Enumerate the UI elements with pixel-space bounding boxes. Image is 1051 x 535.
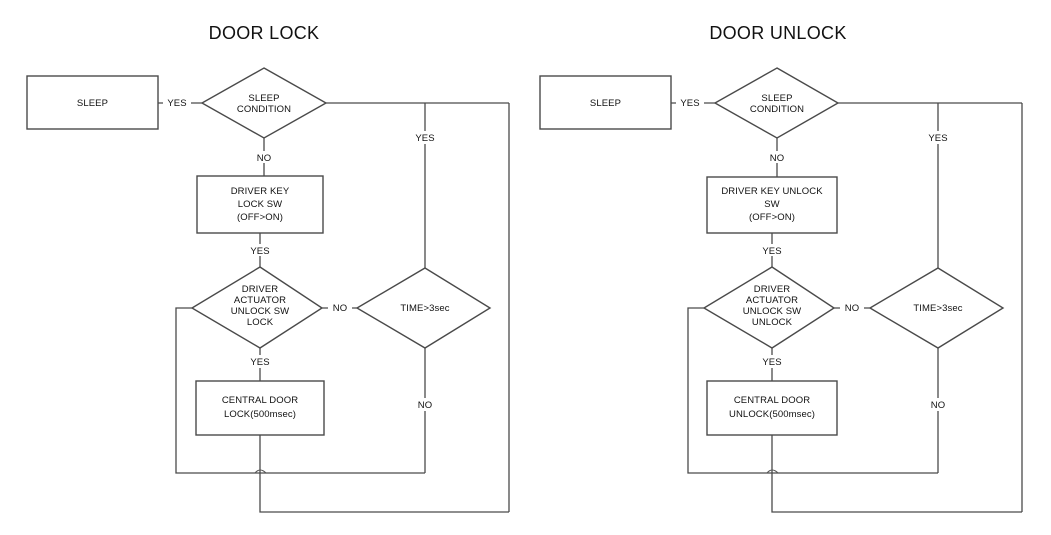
node-sleep-label: SLEEP [77,98,108,109]
node-driver-key-sw-line2: LOCK SW [238,199,283,210]
node-driver-key-sw-box [706,176,838,234]
line-jump-notch [766,469,779,474]
node-central-door-action-box [195,380,325,436]
node-timer-label: TIME>3sec [913,303,962,314]
edge-label-condition-no: NO [770,153,784,164]
node-sleep-condition-line1: SLEEP [761,93,792,104]
node-driver-actuator-line4: UNLOCK [752,317,793,328]
node-central-door-line2: UNLOCK(500msec) [729,409,815,420]
node-central-door-line1: CENTRAL DOOR [734,395,810,406]
edge-label-backing [758,355,786,368]
node-driver-actuator-line1: DRIVER [242,284,279,295]
edge-label-backing [413,398,437,411]
edge-label-actuator-yes: YES [250,357,269,368]
node-driver-actuator-line3: UNLOCK SW [231,306,289,317]
node-central-door-line2: LOCK(500msec) [224,409,296,420]
node-driver-key-sw-line1: DRIVER KEY UNLOCK [721,186,823,197]
edge-action-return [771,435,1022,513]
edge-label-sleep-to-condition: YES [680,98,699,109]
edge-label-key-sw-yes: YES [762,246,781,257]
node-driver-actuator-line2: ACTUATOR [234,295,286,306]
node-driver-key-sw-line1: DRIVER KEY [231,186,290,197]
edge-label-timer-no: NO [931,400,945,411]
node-driver-key-sw-line2: SW [764,199,780,210]
edge-label-backing [926,398,950,411]
edge-label-key-sw-yes: YES [250,246,269,257]
edge-label-condition-no: NO [257,153,271,164]
edge-label-condition-yes: YES [928,133,947,144]
edge-label-backing [163,96,191,109]
edge-label-condition-yes: YES [415,133,434,144]
node-sleep-condition-line2: CONDITION [237,104,291,115]
node-sleep-condition-line1: SLEEP [248,93,279,104]
edge-label-backing [758,244,786,256]
edge-label-backing [765,151,789,163]
diagram-door-lock: DOOR LOCK SLEEP YES SLEEP CONDITION NO D… [26,23,510,513]
edge-label-backing [411,131,439,144]
edge-label-backing [246,355,274,368]
node-driver-actuator-line1: DRIVER [754,284,791,295]
node-sleep-box [539,75,672,130]
edge-label-backing [840,301,864,314]
node-timer-label: TIME>3sec [400,303,449,314]
edge-label-actuator-no: NO [333,303,347,314]
line-jump-notch [254,469,267,474]
edge-label-backing [924,131,952,144]
edge-label-sleep-to-condition: YES [167,98,186,109]
node-driver-actuator-line3: UNLOCK SW [743,306,801,317]
edge-label-backing [246,244,274,256]
edge-label-backing [328,301,352,314]
node-driver-key-sw-box [196,175,324,234]
edge-label-actuator-no: NO [845,303,859,314]
edge-label-backing [676,96,704,109]
diagram-title-door-lock: DOOR LOCK [209,23,320,43]
edge-label-actuator-yes: YES [762,357,781,368]
node-sleep-box [26,75,159,130]
node-driver-key-sw-line3: (OFF>ON) [237,212,283,223]
edge-actuator-loopback [175,307,425,474]
edge-actuator-loopback [687,307,938,474]
edge-label-backing [252,151,276,163]
diagram-title-door-unlock: DOOR UNLOCK [709,23,846,43]
edge-label-timer-no: NO [418,400,432,411]
node-sleep-label: SLEEP [590,98,621,109]
node-central-door-action-box [706,380,838,436]
node-sleep-condition-line2: CONDITION [750,104,804,115]
diagram-door-unlock: DOOR UNLOCK SLEEP YES SLEEP CONDITION NO… [539,23,1023,513]
node-driver-actuator-line4: LOCK [247,317,274,328]
node-driver-key-sw-line3: (OFF>ON) [749,212,795,223]
node-central-door-line1: CENTRAL DOOR [222,395,298,406]
edge-action-return [259,435,509,513]
node-driver-actuator-line2: ACTUATOR [746,295,798,306]
